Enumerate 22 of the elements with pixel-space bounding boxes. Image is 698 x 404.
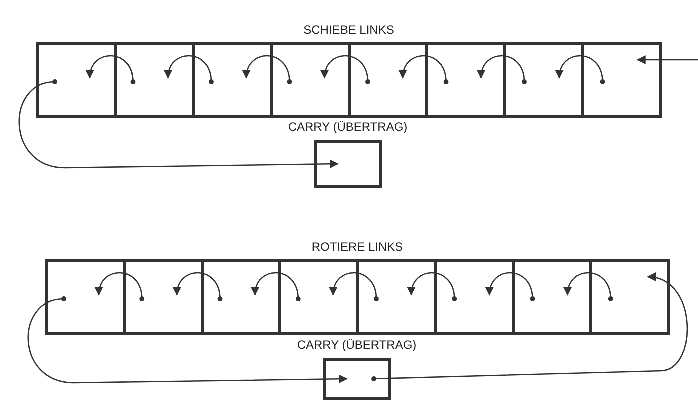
arrow — [330, 272, 379, 302]
arrow — [174, 272, 223, 302]
arrow — [636, 56, 698, 64]
arrow — [486, 272, 536, 302]
carry-label: CARRY (ÜBERTRAG) — [297, 337, 417, 354]
arrow — [556, 55, 606, 84]
arrow — [400, 55, 449, 84]
arrow — [321, 55, 370, 84]
register-heading: SCHIEBE LINKS — [304, 22, 394, 39]
arrow — [372, 274, 688, 382]
arrow — [564, 272, 614, 302]
arrow — [96, 272, 145, 302]
arrow — [478, 55, 527, 84]
arrow — [243, 55, 292, 84]
arrow — [164, 55, 214, 84]
arrow — [28, 296, 348, 384]
arrow — [252, 272, 301, 302]
arrow — [408, 272, 458, 302]
register-heading: ROTIERE LINKS — [312, 239, 404, 256]
carry-label: CARRY (ÜBERTRAG) — [288, 119, 408, 136]
arrow — [86, 55, 136, 84]
arrow — [19, 80, 339, 169]
